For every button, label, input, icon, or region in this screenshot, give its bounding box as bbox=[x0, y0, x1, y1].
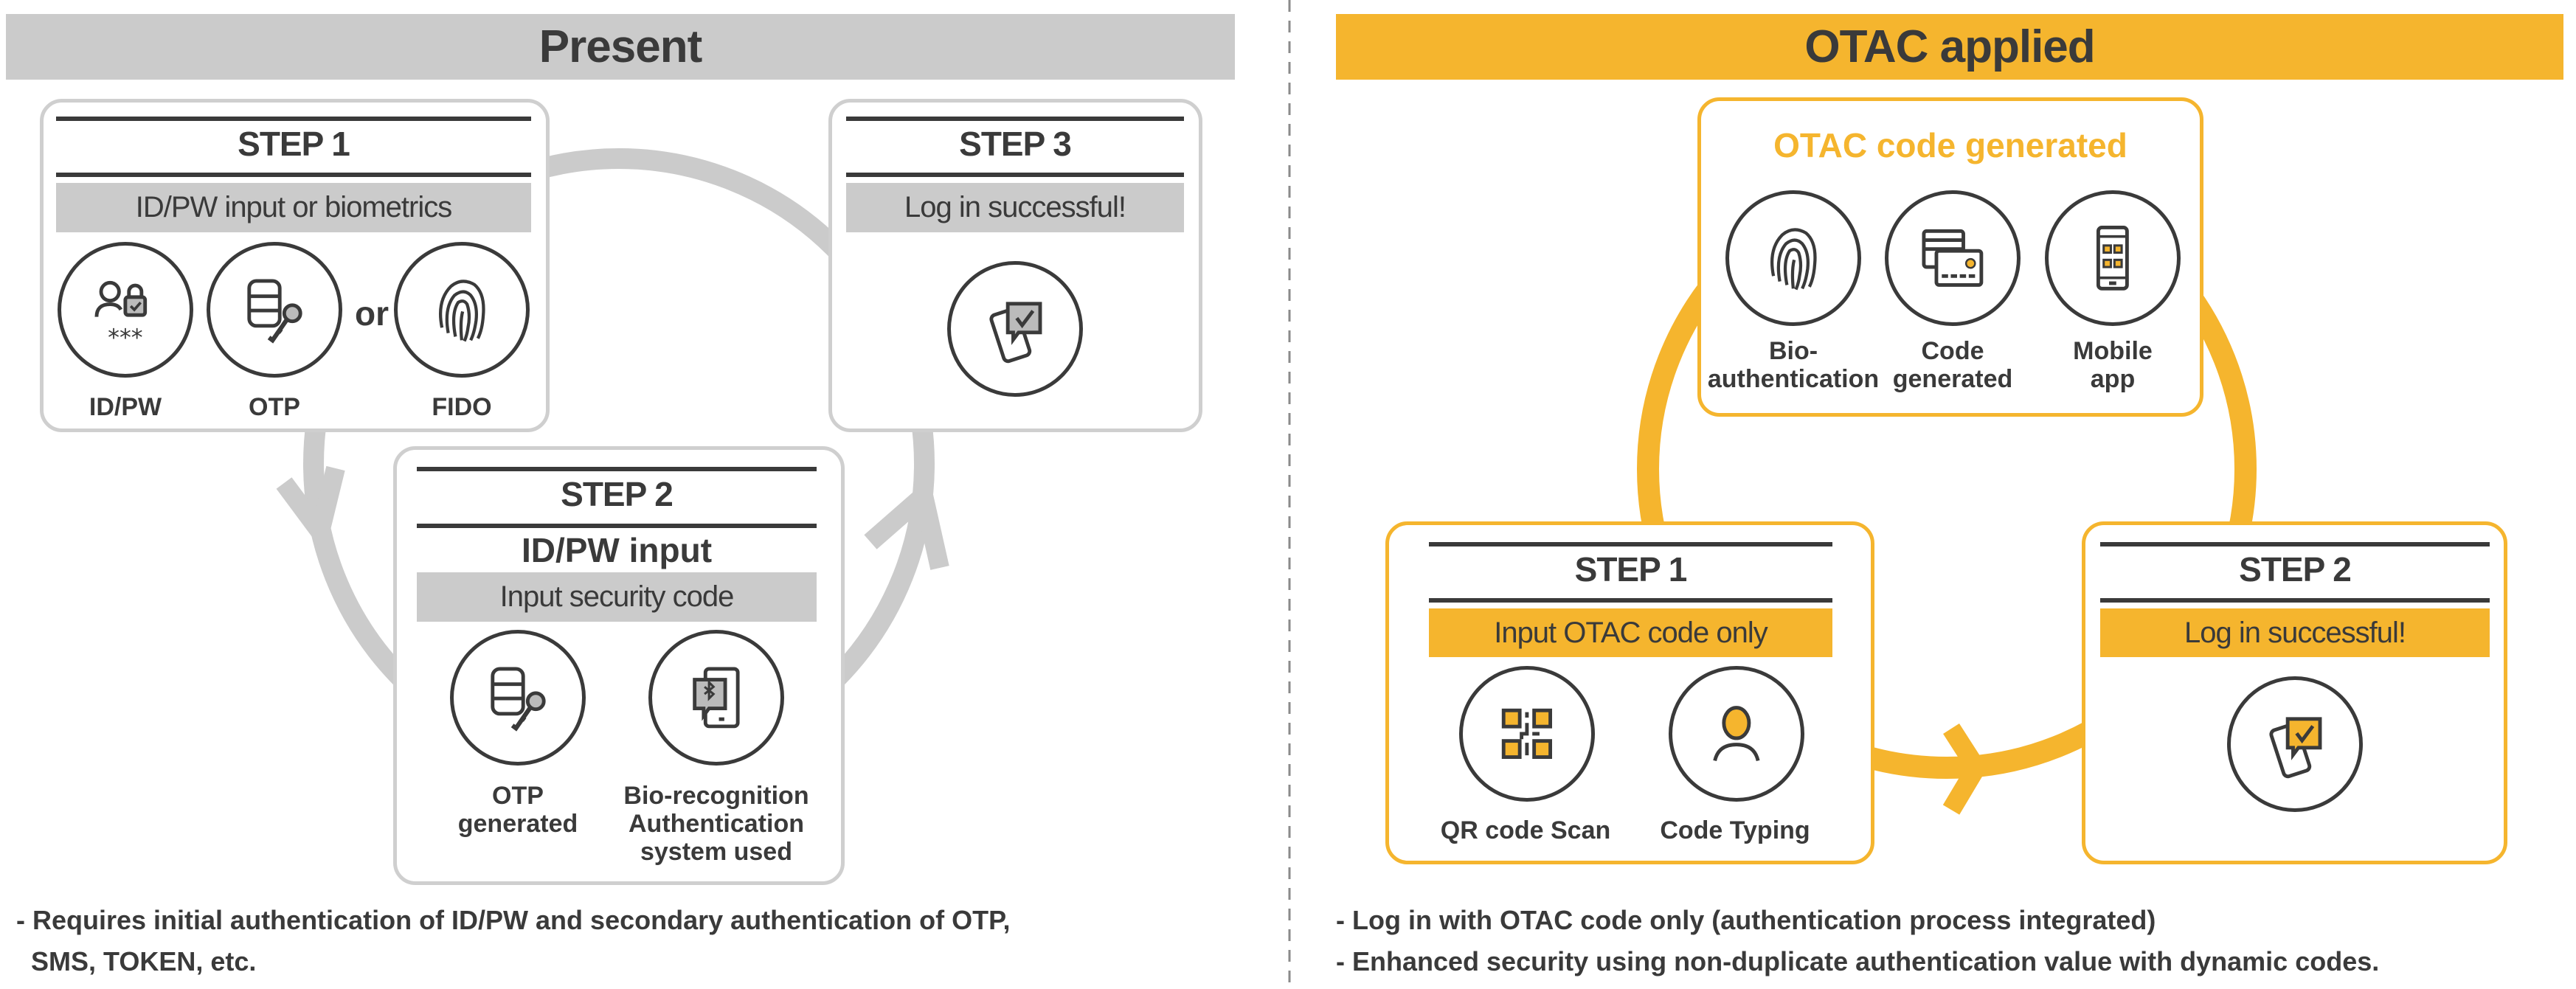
phone-check-message-icon bbox=[2227, 676, 2363, 812]
divider bbox=[846, 117, 1184, 121]
svg-text:***: *** bbox=[108, 325, 142, 352]
fingerprint-icon bbox=[394, 242, 530, 378]
otac-step1-card: STEP 1 Input OTAC code only QR code Scan… bbox=[1385, 521, 1874, 864]
divider bbox=[1429, 598, 1832, 603]
present-step1-card: STEP 1 ID/PW input or biometrics *** or … bbox=[40, 99, 550, 432]
present-step2-card: STEP 2 ID/PW input Input security code O… bbox=[393, 446, 845, 885]
card-title: OTAC code generated bbox=[1773, 126, 2127, 164]
divider bbox=[2100, 542, 2490, 546]
otac-title: OTAC applied bbox=[1804, 21, 2095, 72]
divider bbox=[2100, 598, 2490, 603]
otac-header: OTAC applied bbox=[1336, 14, 2563, 80]
user-lock-password-icon: *** bbox=[58, 242, 193, 378]
item-label: ID/PW bbox=[89, 393, 162, 421]
or-connector: or bbox=[355, 294, 389, 333]
step-description: Input OTAC code only bbox=[1429, 608, 1832, 657]
step-description: ID/PW input or biometrics bbox=[56, 183, 531, 232]
divider bbox=[417, 524, 817, 528]
divider bbox=[56, 173, 531, 177]
phone-bluetooth-icon bbox=[648, 630, 784, 766]
step-description: Input security code bbox=[417, 572, 817, 622]
item-label: OTP bbox=[249, 393, 300, 421]
step-subtitle: ID/PW input bbox=[521, 531, 713, 569]
divider bbox=[1429, 542, 1832, 546]
cards-icon bbox=[1885, 190, 2021, 326]
step-title: STEP 1 bbox=[1574, 550, 1688, 589]
qr-code-icon bbox=[1459, 666, 1595, 802]
phone-check-message-icon bbox=[947, 261, 1083, 397]
fingerprint-icon bbox=[1725, 190, 1861, 326]
step-description: Log in successful! bbox=[846, 183, 1184, 232]
database-key-icon bbox=[450, 630, 586, 766]
item-label: Code Typing bbox=[1660, 816, 1810, 844]
present-step3-card: STEP 3 Log in successful! bbox=[828, 99, 1202, 432]
present-title: Present bbox=[539, 21, 702, 72]
present-arrow-up-icon bbox=[864, 477, 949, 570]
otac-step2-card: STEP 2 Log in successful! bbox=[2082, 521, 2507, 864]
divider bbox=[846, 173, 1184, 177]
item-label: Bio-authentication bbox=[1707, 337, 1880, 393]
otac-generated-card: OTAC code generated Bio-authentication C… bbox=[1697, 97, 2203, 417]
divider bbox=[417, 467, 817, 471]
step-title: STEP 2 bbox=[2239, 550, 2352, 589]
present-header: Present bbox=[6, 14, 1235, 80]
otac-arrow-right-icon bbox=[1942, 723, 1988, 815]
step-title: STEP 3 bbox=[959, 125, 1072, 163]
mobile-qr-icon bbox=[2045, 190, 2181, 326]
step-title: STEP 1 bbox=[238, 125, 350, 163]
otac-notes: - Log in with OTAC code only (authentica… bbox=[1336, 905, 2380, 976]
present-notes: - Requires initial authentication of ID/… bbox=[16, 905, 1011, 976]
database-key-icon bbox=[207, 242, 342, 378]
present-arrow-down-icon bbox=[276, 465, 345, 554]
step-description: Log in successful! bbox=[2100, 608, 2490, 657]
user-icon bbox=[1669, 666, 1804, 802]
step-title: STEP 2 bbox=[561, 475, 674, 513]
item-label: QR code Scan bbox=[1440, 816, 1611, 844]
divider bbox=[56, 117, 531, 121]
item-label: FIDO bbox=[432, 393, 492, 421]
